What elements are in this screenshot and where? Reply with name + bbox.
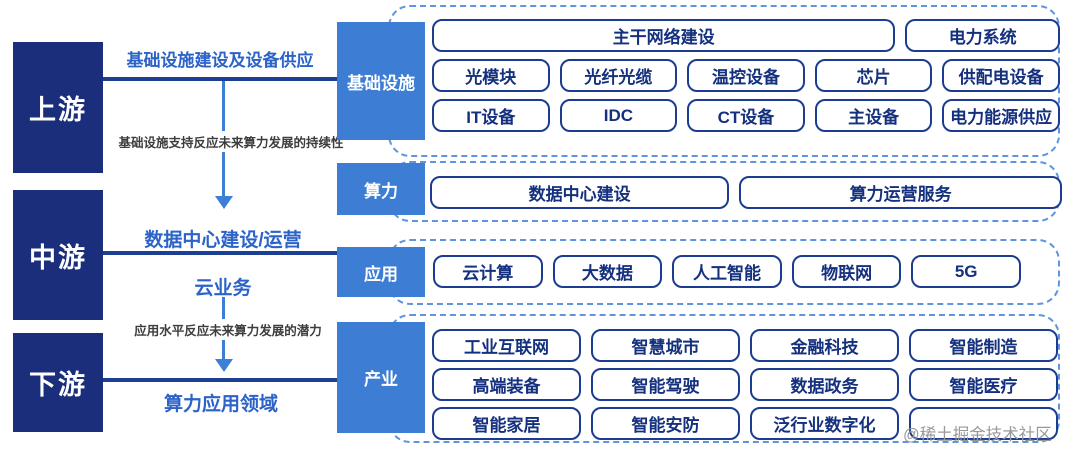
item-fintech: 金融科技: [750, 329, 899, 362]
category-infrastructure: 基础设施: [337, 22, 425, 140]
item-ai: 人工智能: [672, 255, 782, 288]
item-empty: [909, 407, 1058, 440]
infrastructure-items: 主干网络建设 电力系统 光模块 光纤光缆 温控设备 芯片 供配电设备 IT设备 …: [432, 19, 1060, 132]
infrastructure-row-1: 主干网络建设 电力系统: [432, 19, 1060, 52]
down-arrow-icon: [215, 359, 233, 372]
item-smart-home: 智能家居: [432, 407, 581, 440]
item-ct-equipment: CT设备: [687, 99, 805, 132]
stage-upstream: 上游: [13, 42, 103, 173]
flow-caption-application: 应用水平反应未来算力发展的潜力: [122, 319, 334, 340]
computing-row-1: 数据中心建设 算力运营服务: [430, 176, 1062, 209]
infrastructure-row-2: 光模块 光纤光缆 温控设备 芯片 供配电设备: [432, 59, 1060, 92]
application-row-1: 云计算 大数据 人工智能 物联网 5G: [433, 255, 1021, 288]
category-computing: 算力: [337, 163, 425, 215]
flow-label-datacenter-ops: 数据中心建设/运营: [144, 230, 302, 251]
item-chip: 芯片: [814, 59, 933, 92]
item-iot: 物联网: [791, 255, 902, 288]
connector-line-downstream: [103, 378, 340, 382]
stage-downstream: 下游: [13, 333, 103, 432]
item-smart-healthcare: 智能医疗: [909, 368, 1058, 401]
connector-line-upstream: [103, 77, 340, 81]
item-power-system: 电力系统: [905, 19, 1060, 52]
item-smart-manufacturing: 智能制造: [909, 329, 1058, 362]
item-cloud-computing: 云计算: [433, 255, 543, 288]
infrastructure-row-3: IT设备 IDC CT设备 主设备 电力能源供应: [432, 99, 1060, 132]
item-highend-equipment: 高端装备: [432, 368, 581, 401]
flow-label-computing-application: 算力应用领域: [163, 394, 278, 415]
industry-row-3: 智能家居 智能安防 泛行业数字化: [432, 407, 1058, 440]
item-main-equipment: 主设备: [814, 99, 933, 132]
flow-label-cloud-business: 云业务: [194, 278, 252, 299]
application-items: 云计算 大数据 人工智能 物联网 5G: [433, 255, 1021, 288]
connector-line-midstream: [103, 251, 337, 255]
industry-row-1: 工业互联网 智慧城市 金融科技 智能制造: [432, 329, 1058, 362]
down-arrow-icon: [215, 196, 233, 209]
item-idc: IDC: [559, 99, 678, 132]
item-pan-industry-digitalization: 泛行业数字化: [750, 407, 899, 440]
item-optical-module: 光模块: [432, 59, 550, 92]
computing-items: 数据中心建设 算力运营服务: [430, 176, 1062, 209]
item-5g: 5G: [911, 255, 1021, 288]
item-smart-security: 智能安防: [591, 407, 740, 440]
juejin-watermark: @稀土掘金技术社区: [903, 426, 1052, 444]
item-power-energy-supply: 电力能源供应: [942, 99, 1060, 132]
item-backbone-network: 主干网络建设: [432, 19, 896, 52]
category-industry: 产业: [337, 322, 425, 433]
stage-midstream: 中游: [13, 190, 103, 320]
item-data-governance: 数据政务: [750, 368, 899, 401]
item-datacenter-construction: 数据中心建设: [430, 176, 730, 209]
flow-caption-infrastructure: 基础设施支持反应未来算力发展的持续性: [118, 131, 344, 152]
item-big-data: 大数据: [552, 255, 663, 288]
item-smart-city: 智慧城市: [591, 329, 740, 362]
item-optical-fiber: 光纤光缆: [559, 59, 678, 92]
industry-items: 工业互联网 智慧城市 金融科技 智能制造 高端装备 智能驾驶 数据政务 智能医疗…: [432, 329, 1058, 440]
item-computing-operation-service: 算力运营服务: [739, 176, 1062, 209]
flow-label-infrastructure-supply: 基础设施建设及设备供应: [126, 51, 314, 70]
item-industrial-internet: 工业互联网: [432, 329, 581, 362]
item-it-equipment: IT设备: [432, 99, 550, 132]
category-application: 应用: [337, 247, 425, 297]
item-power-distribution: 供配电设备: [942, 59, 1060, 92]
industry-row-2: 高端装备 智能驾驶 数据政务 智能医疗: [432, 368, 1058, 401]
item-temperature-control: 温控设备: [687, 59, 805, 92]
item-smart-driving: 智能驾驶: [591, 368, 740, 401]
